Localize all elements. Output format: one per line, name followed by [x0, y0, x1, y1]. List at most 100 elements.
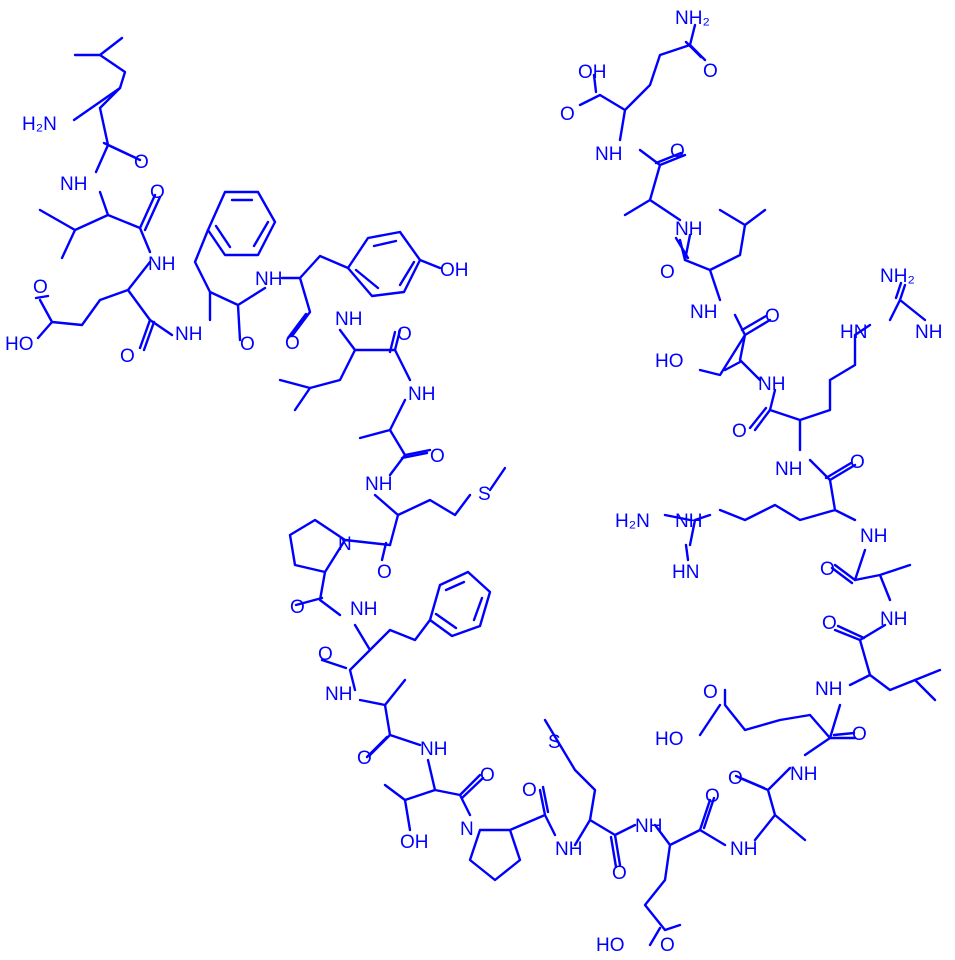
oxygen-label: O — [285, 333, 300, 354]
nh-22-label: NH — [595, 144, 622, 165]
nh-20-label: NH — [690, 302, 717, 323]
nh-2-label: NH — [148, 254, 175, 275]
bond — [288, 518, 392, 617]
hydroxyl-left-label: HO — [655, 351, 684, 372]
nh-4-label: NH — [255, 269, 282, 290]
oxygen-label: O — [290, 597, 305, 618]
bond — [578, 23, 707, 142]
bond — [94, 106, 142, 174]
nh-15-label: NH — [815, 679, 842, 700]
nh-19-label: NH — [758, 374, 785, 395]
bond — [373, 493, 472, 562]
bond — [428, 570, 492, 638]
guanidine-nh2-2-label: H₂N — [615, 511, 650, 532]
oxygen-label: O — [820, 559, 835, 580]
bond — [320, 618, 432, 692]
nh-12-label: NH — [635, 816, 662, 837]
nh-6-label: NH — [408, 384, 435, 405]
guanidine-nh-4-label: HN — [672, 562, 699, 583]
proline-n-2-label: N — [460, 819, 474, 840]
nh-11-label: NH — [555, 839, 582, 860]
guanidine-nh2-1-label: NH₂ — [880, 266, 915, 287]
nh-13-label: NH — [730, 839, 757, 860]
bond — [623, 148, 687, 222]
bond — [34, 260, 174, 340]
bond — [138, 318, 156, 352]
oxygen-label: O — [134, 152, 149, 173]
oxygen-label: O — [430, 446, 445, 467]
bond — [853, 548, 867, 582]
hydroxyl-label: OH — [578, 62, 607, 83]
hydroxyl-label: OH — [440, 260, 469, 281]
oxygen-label: O — [318, 644, 333, 665]
bond — [733, 313, 747, 337]
bond — [663, 513, 712, 562]
bond — [683, 233, 692, 262]
guanidine-nh-3-label: NH — [675, 511, 702, 532]
oxygen-label: O — [612, 863, 627, 884]
sulfur-label: S — [548, 732, 561, 753]
oxygen-label: O — [150, 182, 165, 203]
bond — [73, 36, 127, 110]
oxygen-label: O — [377, 562, 392, 583]
oxygen-label: O — [480, 765, 495, 786]
guanidine-nh-2-label: NH — [915, 322, 942, 343]
bond — [643, 796, 727, 947]
bond — [346, 230, 442, 298]
guanidine-nh-1-label: HN — [840, 322, 867, 343]
oxygen-label: O — [705, 786, 720, 807]
atom-label-layer: H₂NNHNHNHNHNHNHNHNHNHNHNHNHNHNHNHNHNHNHN… — [5, 8, 942, 956]
hydroxyl-left-label: HO — [655, 729, 684, 750]
proline-n-1-label: N — [338, 534, 352, 555]
oxygen-label: O — [33, 277, 48, 298]
bond — [393, 348, 412, 382]
bond — [72, 86, 122, 122]
bond — [888, 281, 927, 322]
oxygen-label: O — [703, 682, 718, 703]
oxygen-label: O — [852, 724, 867, 745]
bond — [38, 190, 152, 260]
bond — [488, 466, 507, 492]
bond — [543, 718, 637, 869]
bond — [388, 733, 422, 747]
oxygen-label: O — [703, 61, 718, 82]
sulfur-label: S — [478, 484, 491, 505]
oxygen-label: O — [357, 748, 372, 769]
nh-21-label: NH — [675, 219, 702, 240]
oxygen-label: O — [670, 141, 685, 162]
oxygen-label: O — [240, 334, 255, 355]
nh-3-label: NH — [175, 324, 202, 345]
bond — [830, 563, 912, 602]
bond — [698, 314, 772, 382]
bond — [858, 623, 887, 642]
nh-9-label: NH — [325, 684, 352, 705]
bond — [458, 793, 472, 817]
bond — [206, 190, 277, 257]
bond — [808, 458, 832, 482]
nh-5-label: NH — [335, 309, 362, 330]
bond — [833, 624, 942, 702]
oxygen-label: O — [660, 262, 675, 283]
oxygen-label: O — [560, 104, 575, 125]
bond — [734, 766, 807, 842]
hydroxyl-left-label: HO — [5, 334, 34, 355]
nh-18-label: NH — [775, 459, 802, 480]
hydroxyl-left-label: HO — [596, 935, 625, 956]
amide-nh2-label: NH₂ — [675, 8, 710, 29]
nh-10-label: NH — [420, 739, 447, 760]
bond — [828, 703, 842, 740]
bond — [388, 453, 407, 477]
bond — [468, 785, 557, 882]
oxygen-label: O — [397, 324, 412, 345]
bond — [280, 254, 350, 340]
bond — [383, 758, 485, 832]
oxygen-label: O — [850, 452, 865, 473]
nh-14-label: NH — [790, 764, 817, 785]
bond — [278, 328, 402, 412]
oxygen-label: O — [765, 306, 780, 327]
bond — [193, 228, 267, 342]
oxygen-label: O — [522, 780, 537, 801]
bond — [358, 678, 407, 759]
hydroxyl-label: OH — [400, 832, 429, 853]
